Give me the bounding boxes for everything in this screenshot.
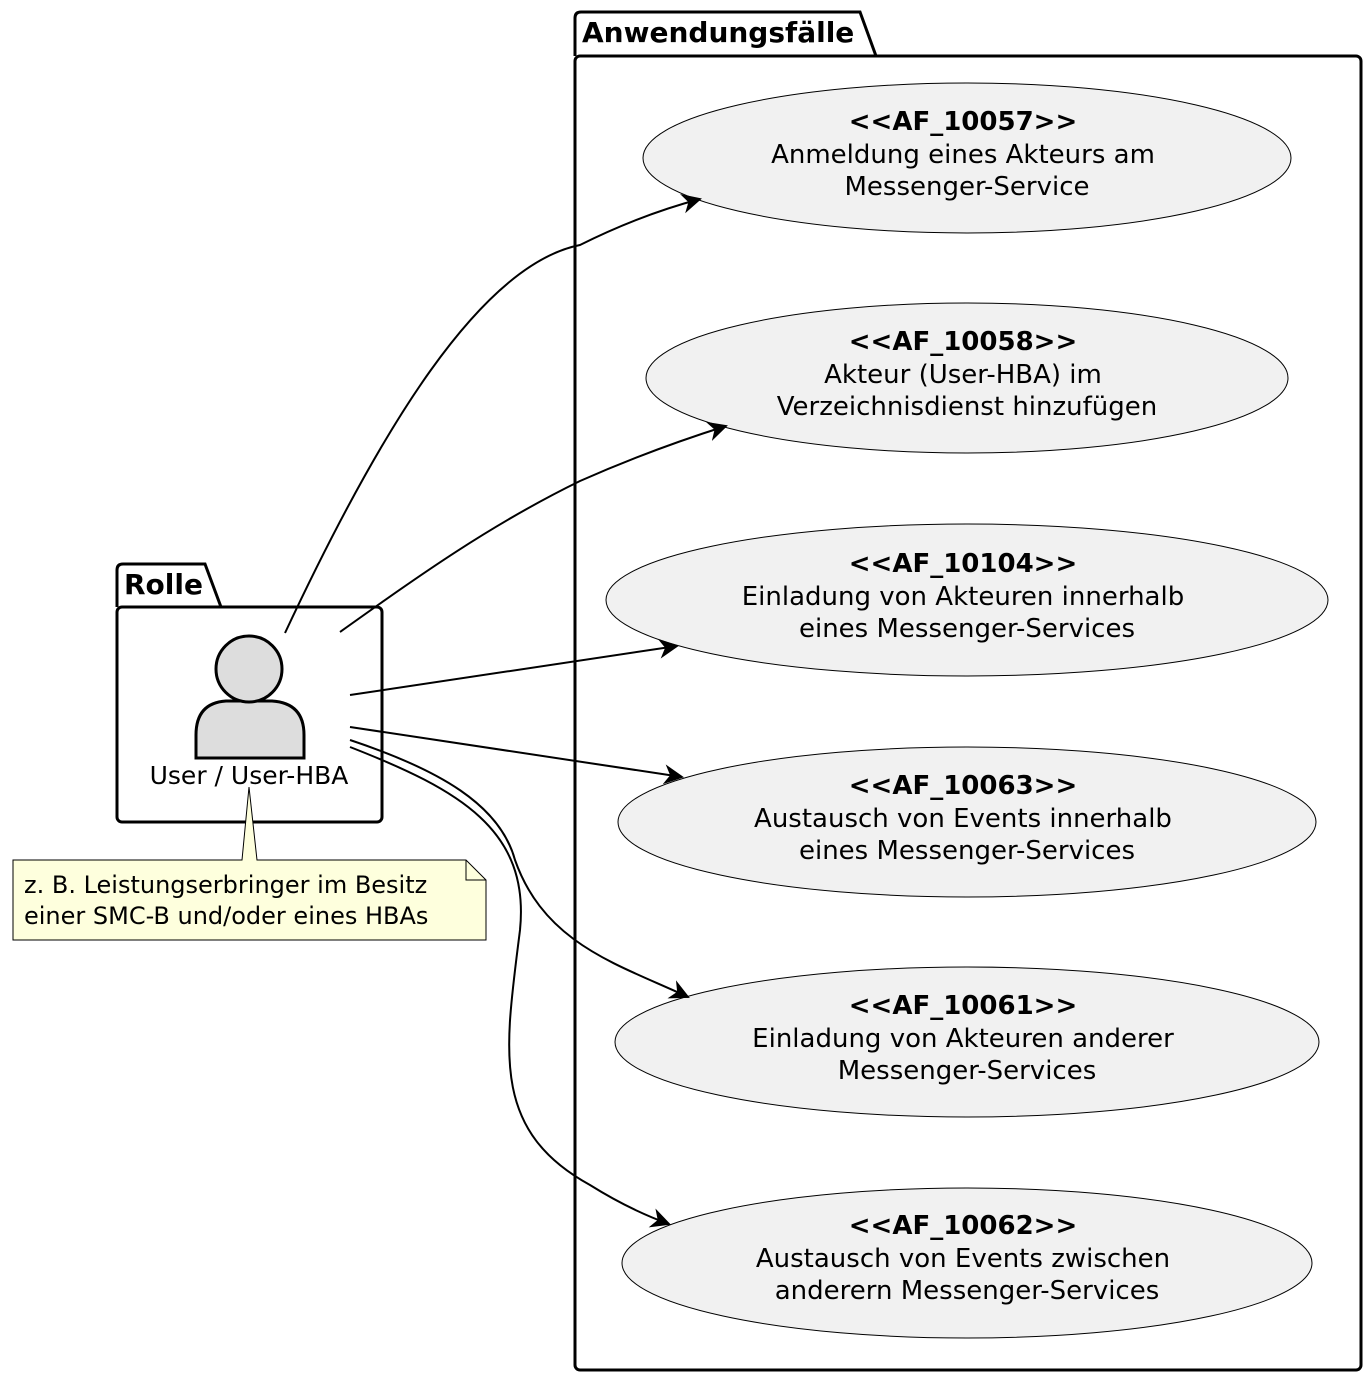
actor-user: User / User-HBA bbox=[150, 634, 349, 790]
usecase-af-10062: <<AF_10062>> Austausch von Events zwisch… bbox=[621, 1187, 1313, 1339]
usecase-text-line1: Einladung von Akteuren innerhalb bbox=[742, 582, 1184, 612]
usecase-text-line1: Akteur (User-HBA) im bbox=[824, 360, 1102, 390]
association-arrow-af-10104 bbox=[349, 638, 679, 696]
note: z. B. Leistungserbringer im Besitz einer… bbox=[12, 786, 487, 941]
usecase-text-line1: Austausch von Events zwischen bbox=[756, 1244, 1170, 1274]
actor-head-icon bbox=[214, 634, 284, 704]
usecase-text-line2: Verzeichnisdienst hinzufügen bbox=[777, 392, 1157, 422]
usecase-text-line2: Messenger-Services bbox=[838, 1056, 1097, 1086]
usecase-stereotype: <<AF_10062>> bbox=[849, 1211, 1077, 1241]
usecase-stereotype: <<AF_10057>> bbox=[849, 107, 1077, 137]
association-arrow-af-10061 bbox=[349, 739, 690, 999]
usecase-af-10061: <<AF_10061>> Einladung von Akteuren ande… bbox=[614, 966, 1320, 1118]
usecase-text-line2: anderern Messenger-Services bbox=[775, 1276, 1160, 1306]
actor-body-icon bbox=[194, 699, 306, 760]
usecase-af-10063: <<AF_10063>> Austausch von Events innerh… bbox=[617, 746, 1317, 898]
usecase-text-line2: eines Messenger-Services bbox=[799, 836, 1135, 866]
association-arrow-af-10062 bbox=[349, 746, 671, 1228]
usecase-af-10058: <<AF_10058>> Akteur (User-HBA) im Verzei… bbox=[645, 302, 1289, 454]
usecase-stereotype: <<AF_10063>> bbox=[849, 771, 1077, 801]
association-arrow-af-10058 bbox=[339, 421, 728, 633]
actor-label: User / User-HBA bbox=[150, 761, 349, 790]
usecase-text-line1: Anmeldung eines Akteurs am bbox=[771, 140, 1155, 170]
usecase-stereotype: <<AF_10104>> bbox=[849, 549, 1077, 579]
usecase-stereotype: <<AF_10058>> bbox=[849, 327, 1077, 357]
usecase-af-10104: <<AF_10104>> Einladung von Akteuren inne… bbox=[605, 523, 1329, 677]
usecase-text-line2: eines Messenger-Services bbox=[799, 614, 1135, 644]
usecase-af-10057: <<AF_10057>> Anmeldung eines Akteurs am … bbox=[642, 82, 1292, 234]
usecase-text-line1: Einladung von Akteuren anderer bbox=[752, 1024, 1174, 1054]
association-arrow-af-10063 bbox=[349, 726, 684, 785]
usecase-text-line2: Messenger-Service bbox=[845, 172, 1090, 202]
usecase-stereotype: <<AF_10061>> bbox=[849, 991, 1077, 1021]
package-title-rolle: Rolle bbox=[124, 568, 203, 601]
package-title-anwendungsfaelle: Anwendungsfälle bbox=[582, 16, 854, 49]
note-line-1: z. B. Leistungserbringer im Besitz bbox=[24, 871, 427, 899]
usecase-text-line1: Austausch von Events innerhalb bbox=[754, 804, 1172, 834]
association-arrow-af-10057 bbox=[284, 193, 702, 634]
associations bbox=[284, 193, 728, 1228]
note-line-2: einer SMC-B und/oder eines HBAs bbox=[24, 902, 428, 930]
